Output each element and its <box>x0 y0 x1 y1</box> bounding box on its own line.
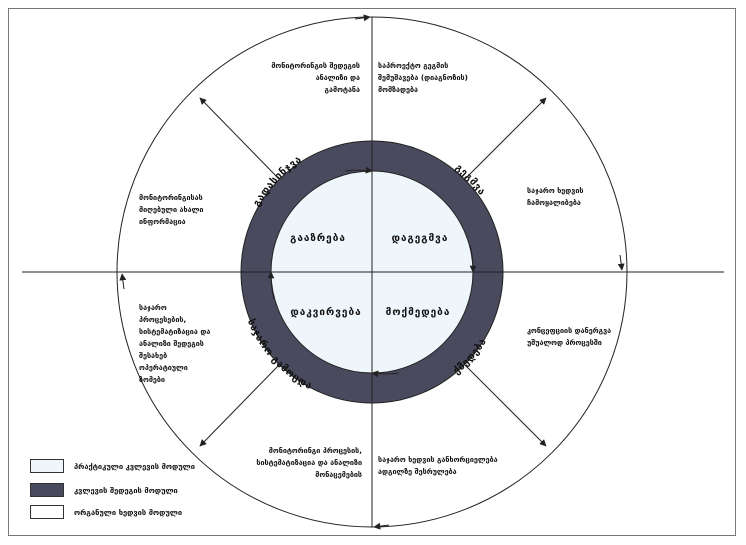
outer-label-line: ზომები <box>139 375 165 384</box>
legend-label: პრაქტიკული კვლევის მოდული <box>74 461 195 471</box>
legend-item-practical: პრაქტიკული კვლევის მოდული <box>30 459 195 473</box>
legend-swatch-white <box>30 505 64 519</box>
legend-label: ორგანული ხედვის მოდული <box>74 507 183 517</box>
outer-label-top-left: მონიტორინგის შედეგის ანალიზი და გამოტანა <box>271 61 360 94</box>
inner-label-top-left: გააზრება <box>290 232 346 244</box>
outer-label-line: უშუალოდ პროცესში <box>527 338 602 347</box>
outer-label-line: ოპერატიული <box>139 363 188 372</box>
outer-label-line: ჩამოყალიბება <box>527 198 581 207</box>
outer-label-line: საპროექტო გეგმის <box>378 61 448 70</box>
outer-label-left-lower: საჯარო პროცესების, სისტემატიზაცია და ანალიზ… <box>139 303 210 384</box>
legend-item-result: კვლევის შედეგის მოდული <box>30 483 178 497</box>
outer-label-line: მონიტორინგი პროცესის, <box>269 446 362 455</box>
outer-label-line: კონცეფციის დანერგვა <box>527 326 611 335</box>
outer-label-line: ანალიზი და <box>316 73 360 82</box>
outer-label-line: სისტემატიზაცია და <box>139 327 210 336</box>
inner-label-bottom-left: დაკვირვება <box>290 306 361 318</box>
outer-label-line: შემუშავება (დიაგნოზის) <box>378 73 468 82</box>
outer-label-left-upper: მონიტორინგისას მიღებული ახალი ინფორმაცია <box>139 193 203 226</box>
inner-label-bottom-right: მოქმედება <box>386 306 451 318</box>
outer-label-line: მონიტორინგისას <box>139 193 203 202</box>
outer-label-line: საჯარო <box>139 303 167 312</box>
inner-arrow-bottom <box>371 370 400 378</box>
outer-label-line: პროცესების, <box>139 315 186 324</box>
inner-label-top-right: დაგეგმვა <box>392 232 449 244</box>
arrow-bottom-axis <box>373 522 390 530</box>
outer-label-line: სისტემატიზაცია და ანალიზი <box>256 458 362 467</box>
outer-label-line: საჯარო ხედვის განხორციელება <box>378 455 498 464</box>
outer-label-bottom-left: მონიტორინგი პროცესის, სისტემატიზაცია და ა… <box>256 446 362 479</box>
inner-arrow-top <box>344 166 373 174</box>
connector-bottom-right <box>463 363 547 447</box>
outer-label-line: მომზადება <box>378 85 418 94</box>
outer-label-right-lower: კონცეფციის დანერგვა უშუალოდ პროცესში <box>527 326 611 347</box>
diagram-frame <box>8 8 736 536</box>
outer-label-line: მონაცემების <box>315 470 362 479</box>
outer-label-line: საჯარო ხედვის <box>527 186 583 195</box>
outer-label-line: მიღებული ახალი <box>139 205 203 214</box>
outer-label-line: შესახებ <box>139 351 167 360</box>
outer-label-top-right: საპროექტო გეგმის შემუშავება (დიაგნოზის) მო… <box>378 61 468 94</box>
outer-label-line: ადგილზე შესრულება <box>378 467 457 476</box>
inner-arrow-right <box>469 244 477 273</box>
legend-swatch-dark <box>30 483 64 497</box>
arrow-left-axis <box>119 273 127 290</box>
outer-label-line: ინფორმაცია <box>139 217 186 226</box>
connector-top-left <box>199 97 281 181</box>
connector-bottom-left <box>199 363 281 447</box>
outer-label-line: გამოტანა <box>325 85 360 94</box>
connector-top-right <box>463 97 547 181</box>
outer-label-right-upper: საჯარო ხედვის ჩამოყალიბება <box>527 186 583 207</box>
legend-item-organic: ორგანული ხედვის მოდული <box>30 505 182 519</box>
legend-label: კვლევის შედეგის მოდული <box>74 485 178 495</box>
arrow-top-axis <box>354 14 371 22</box>
outer-label-bottom-right: საჯარო ხედვის განხორციელება ადგილზე შესრუ… <box>378 455 498 476</box>
outer-label-line: მონიტორინგის შედეგის <box>271 61 360 70</box>
outer-label-line: ანალიზი შედეგის <box>139 339 204 348</box>
arrow-right-axis <box>617 254 625 271</box>
legend-swatch-light <box>30 459 64 473</box>
inner-arrow-left <box>267 271 275 300</box>
